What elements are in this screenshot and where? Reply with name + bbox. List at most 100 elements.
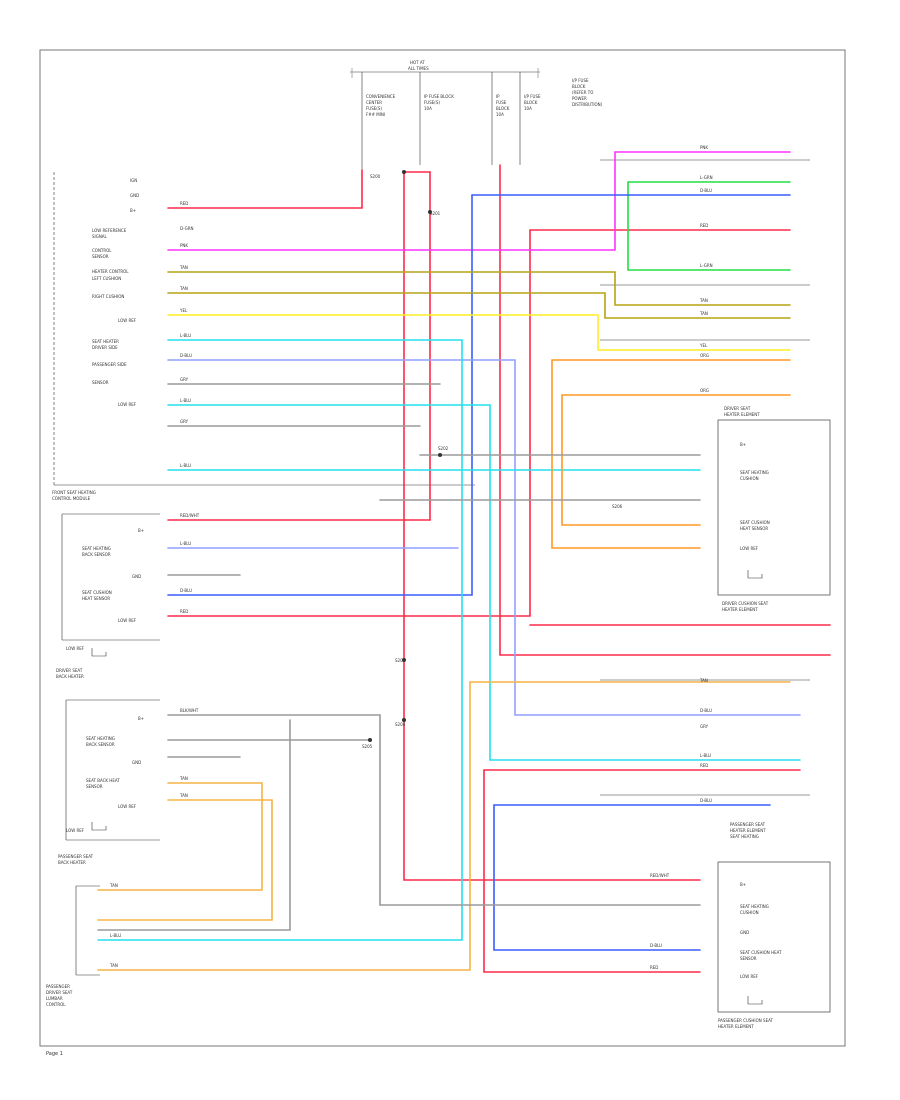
fuse-2: IP FUSE BLOCK FUSE(S) 10A	[419, 72, 454, 165]
wire-tan-2	[97, 799, 273, 921]
svg-text:HEATER CONTROL: HEATER CONTROL	[92, 269, 129, 274]
svg-text:B+: B+	[740, 882, 746, 887]
svg-text:RED: RED	[700, 763, 708, 768]
fuse-header: HOT AT ALL TIMES CONVENIENCE CENTER FUSE…	[350, 60, 603, 170]
wire-cyan-2	[167, 404, 801, 761]
svg-text:BLK/WHT: BLK/WHT	[180, 708, 199, 713]
driver-cushion-heater: B+ SEAT HEATING CUSHION SEAT CUSHION HEA…	[717, 406, 831, 612]
svg-text:YEL: YEL	[699, 343, 708, 348]
svg-text:TAN: TAN	[699, 298, 708, 303]
svg-text:10A: 10A	[496, 112, 504, 117]
wire-olive-2	[167, 292, 791, 319]
svg-text:DISTRIBUTION): DISTRIBUTION)	[572, 102, 603, 107]
svg-text:LUMBAR: LUMBAR	[46, 996, 63, 1001]
svg-text:CONVENIENCE: CONVENIENCE	[366, 94, 396, 99]
svg-text:D-BLU: D-BLU	[700, 798, 712, 803]
svg-text:CENTER: CENTER	[366, 100, 382, 105]
svg-text:YEL: YEL	[179, 308, 188, 313]
svg-text:TAN: TAN	[109, 963, 118, 968]
svg-text:PASSENGER SEAT: PASSENGER SEAT	[730, 822, 766, 827]
svg-text:SEAT CUSHION: SEAT CUSHION	[82, 590, 112, 595]
svg-text:SEAT CUSHION: SEAT CUSHION	[740, 520, 770, 525]
svg-text:DRIVER SEAT: DRIVER SEAT	[46, 990, 73, 995]
svg-text:LOW REF: LOW REF	[118, 804, 137, 809]
svg-text:B+: B+	[138, 528, 144, 533]
svg-text:RED/WHT: RED/WHT	[180, 513, 200, 518]
svg-text:D-GRN: D-GRN	[180, 226, 194, 231]
svg-text:TAN: TAN	[699, 678, 708, 683]
fuse-block-line1: HOT AT	[410, 60, 425, 65]
svg-text:HEATER ELEMENT: HEATER ELEMENT	[730, 828, 766, 833]
svg-text:PASSENGER: PASSENGER	[46, 984, 70, 989]
svg-text:I/P FUSE: I/P FUSE	[572, 78, 589, 83]
svg-text:SIGNAL: SIGNAL	[92, 234, 108, 239]
svg-text:IP FUSE BLOCK: IP FUSE BLOCK	[424, 94, 454, 99]
passenger-seat-back-heater: B+ SEAT HEATING BACK SENSOR GND SEAT BAC…	[58, 699, 160, 865]
wire-red-8	[499, 164, 831, 656]
svg-text:SENSOR: SENSOR	[740, 956, 757, 961]
svg-text:ORG: ORG	[700, 353, 709, 358]
svg-text:S202: S202	[438, 446, 449, 451]
svg-text:GRY: GRY	[700, 724, 709, 729]
svg-text:SENSOR: SENSOR	[86, 784, 103, 789]
svg-text:IP: IP	[496, 94, 500, 99]
svg-text:GND: GND	[130, 193, 139, 198]
wire-cyan-1	[97, 339, 463, 941]
svg-text:L-BLU: L-BLU	[700, 753, 711, 758]
svg-text:PNK: PNK	[700, 145, 708, 150]
svg-text:PASSENGER SEAT: PASSENGER SEAT	[58, 854, 94, 859]
fuse-5-note: I/P FUSE BLOCK (REFER TO POWER DISTRIBUT…	[572, 78, 603, 107]
svg-text:S200: S200	[370, 174, 381, 179]
svg-text:10A: 10A	[524, 106, 532, 111]
svg-text:FUSE: FUSE	[496, 100, 507, 105]
svg-text:HEAT SENSOR: HEAT SENSOR	[740, 526, 768, 531]
diagram-frame	[39, 49, 846, 1047]
wire-green-2	[627, 181, 791, 271]
svg-text:LEFT CUSHION: LEFT CUSHION	[92, 276, 121, 281]
svg-text:FUSE(S): FUSE(S)	[424, 100, 440, 105]
svg-text:LOW REF: LOW REF	[118, 618, 137, 623]
svg-text:D-BLU: D-BLU	[180, 588, 192, 593]
svg-text:I/P FUSE: I/P FUSE	[524, 94, 541, 99]
wire-olive-1	[167, 271, 791, 306]
svg-text:GRY: GRY	[180, 419, 189, 424]
svg-text:CUSHION: CUSHION	[740, 910, 759, 915]
svg-text:S204: S204	[395, 722, 406, 727]
svg-text:HEATER ELEMENT: HEATER ELEMENT	[724, 412, 760, 417]
svg-text:D-BLU: D-BLU	[180, 353, 192, 358]
svg-text:PNK: PNK	[180, 243, 188, 248]
svg-text:CONTROL: CONTROL	[92, 248, 112, 253]
svg-text:IGN: IGN	[130, 178, 137, 183]
right-connectors	[600, 159, 810, 796]
svg-text:D-BLU: D-BLU	[700, 708, 712, 713]
svg-text:POWER: POWER	[572, 96, 587, 101]
svg-text:L-GRN: L-GRN	[700, 263, 713, 268]
svg-text:BLOCK: BLOCK	[572, 84, 586, 89]
svg-text:GRY: GRY	[180, 377, 189, 382]
svg-text:L-BLU: L-BLU	[180, 333, 191, 338]
svg-text:B+: B+	[138, 716, 144, 721]
wires	[97, 151, 831, 973]
svg-text:CONTROL: CONTROL	[46, 1002, 66, 1007]
svg-text:LOW REF: LOW REF	[740, 546, 759, 551]
wire-lightblue-1	[167, 359, 801, 716]
svg-text:SEAT HEATING: SEAT HEATING	[740, 470, 769, 475]
splice-dots	[368, 170, 442, 742]
fuse-block-line2: ALL TIMES	[408, 66, 429, 71]
svg-text:DRIVER SEAT: DRIVER SEAT	[56, 668, 83, 673]
svg-text:BACK SENSOR: BACK SENSOR	[86, 742, 115, 747]
wire-magenta-1	[167, 151, 791, 251]
svg-text:DRIVER SEAT: DRIVER SEAT	[724, 406, 751, 411]
svg-text:CUSHION: CUSHION	[740, 476, 759, 481]
svg-text:L-GRN: L-GRN	[700, 175, 713, 180]
svg-text:S201: S201	[430, 211, 441, 216]
svg-text:TAN: TAN	[179, 776, 188, 781]
svg-text:10A: 10A	[424, 106, 432, 111]
wire-gray-4	[167, 714, 701, 906]
svg-text:BACK HEATER: BACK HEATER	[58, 860, 86, 865]
svg-text:FUSE(S): FUSE(S)	[366, 106, 382, 111]
svg-text:S206: S206	[612, 504, 623, 509]
svg-text:PASSENGER SIDE: PASSENGER SIDE	[92, 362, 127, 367]
control-module: FRONT SEAT HEATING CONTROL MODULE IGN GN…	[52, 172, 475, 501]
